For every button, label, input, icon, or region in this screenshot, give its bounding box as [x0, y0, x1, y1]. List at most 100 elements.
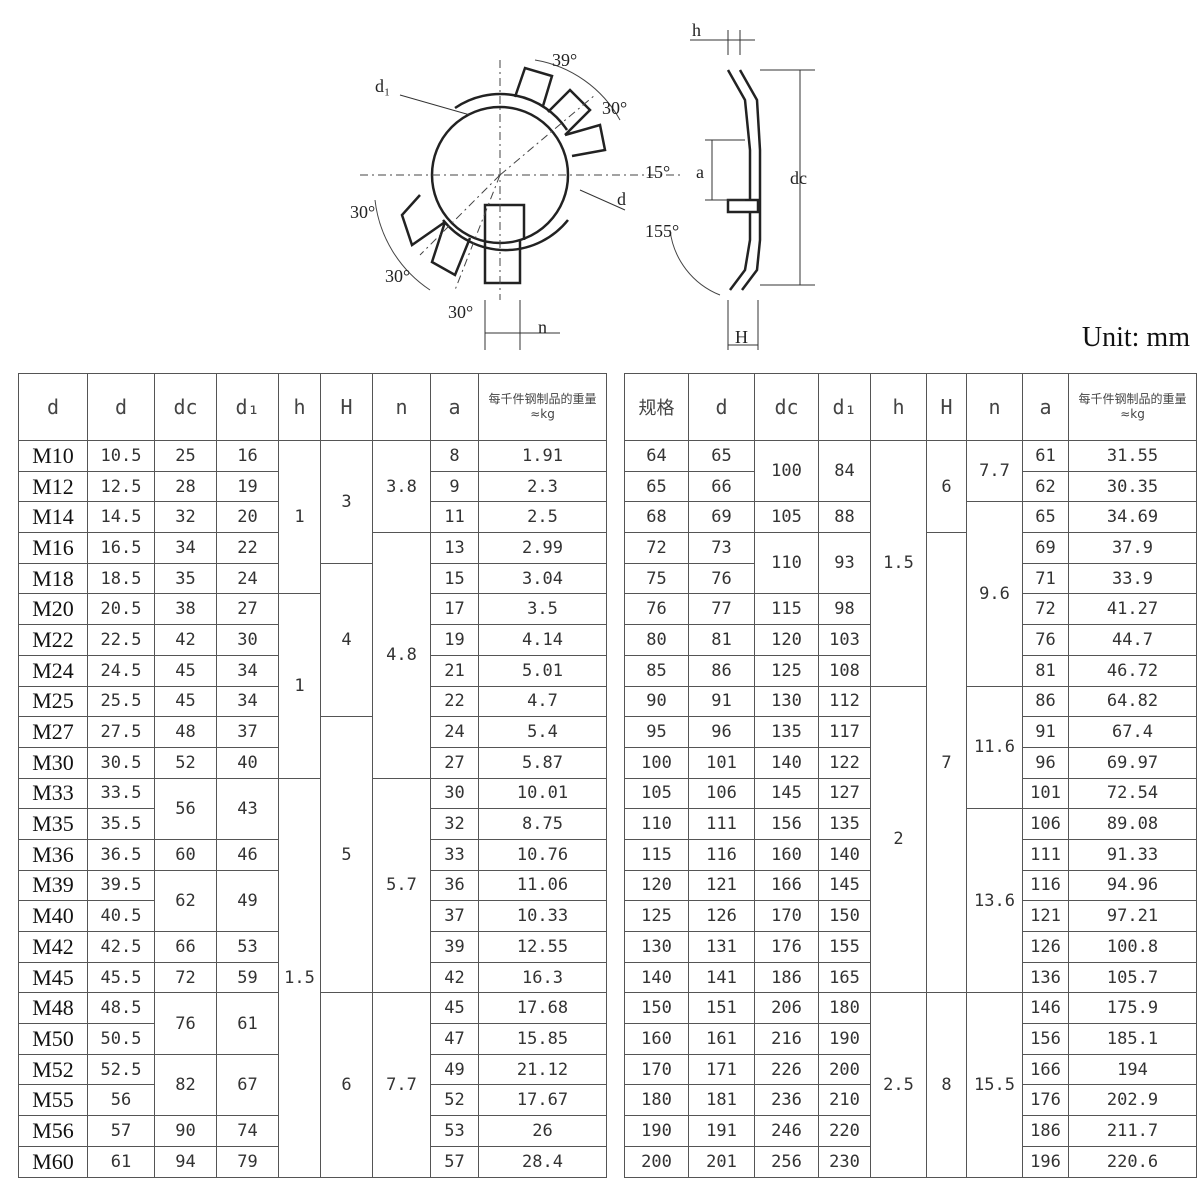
table-row: M12 12.5 28 19 9 2.3: [18, 470, 607, 503]
cell-spec: 125: [624, 900, 689, 932]
cell-h: 2: [870, 685, 927, 994]
cell-d1: 24: [216, 562, 279, 595]
cell-d1: 210: [818, 1084, 871, 1117]
cell-a: 47: [430, 1023, 479, 1055]
cell-weight: 41.27: [1068, 593, 1197, 626]
label-angle-30-low1: 30°: [385, 266, 410, 286]
cell-weight: 5.01: [478, 654, 607, 687]
table-row: 115 116 160 140 111 91.33: [624, 838, 1197, 871]
cell-weight: 10.76: [478, 838, 607, 871]
cell-spec: 100: [624, 746, 689, 779]
col-header-d: d: [18, 373, 88, 441]
cell-a: 72: [1022, 593, 1069, 626]
cell-weight: 2.3: [478, 470, 607, 503]
cell-a: 17: [430, 593, 479, 626]
cell-d: 25.5: [87, 685, 155, 718]
cell-weight: 1.91: [478, 440, 607, 472]
cell-a: 186: [1022, 1115, 1069, 1147]
cell-d: 14.5: [87, 501, 155, 534]
cell-spec: 115: [624, 838, 689, 871]
cell-weight: 202.9: [1068, 1084, 1197, 1117]
cell-a: 42: [430, 961, 479, 994]
cell-h: 1: [278, 593, 321, 779]
cell-size: M42: [18, 931, 88, 963]
col-header-dc: dc: [754, 373, 819, 441]
cell-a: 69: [1022, 532, 1069, 564]
cell-n: 7.7: [966, 439, 1023, 503]
cell-a: 116: [1022, 869, 1069, 902]
cell-n: 7.7: [372, 992, 431, 1178]
cell-d1: 30: [216, 624, 279, 656]
col-header-d1: d₁: [818, 373, 871, 441]
cell-a: 9: [430, 470, 479, 503]
cell-n: 15.5: [966, 992, 1023, 1178]
cell-size: M36: [18, 838, 88, 871]
cell-a: 111: [1022, 838, 1069, 871]
cell-size: M55: [18, 1084, 88, 1117]
cell-d: 36.5: [87, 838, 155, 871]
cell-h: 2.5: [870, 992, 927, 1178]
cell-spec: 130: [624, 931, 689, 963]
cell-weight: 10.01: [478, 777, 607, 810]
cell-d1: 40: [216, 746, 279, 779]
cell-dc: 186: [754, 961, 819, 994]
cell-spec: 110: [624, 808, 689, 840]
cell-spec: 140: [624, 961, 689, 994]
col-header-weight: 每千件钢制品的重量≈kg: [478, 373, 607, 441]
table-row: M48 48.5 76 61 6 7.7 45 17.68: [18, 992, 607, 1178]
cell-n: 4.8: [372, 532, 431, 779]
cell-d: 171: [688, 1053, 755, 1086]
cell-d: 121: [688, 869, 755, 902]
cell-dc: 236: [754, 1084, 819, 1117]
col-header-d: d: [688, 373, 755, 441]
table-row: 90 91 130 112 2 11.6 86 64.82: [624, 685, 1197, 994]
label-h: h: [692, 20, 701, 40]
cell-spec: 80: [624, 624, 689, 656]
cell-weight: 8.75: [478, 808, 607, 840]
cell-dc: 66: [154, 931, 217, 963]
cell-dc: 110: [754, 532, 819, 595]
cell-dc: 115: [754, 593, 819, 626]
cell-weight: 94.96: [1068, 869, 1197, 902]
cell-d1: 98: [818, 593, 871, 626]
cell-weight: 211.7: [1068, 1115, 1197, 1147]
cell-spec: 68: [624, 501, 689, 534]
cell-n: 5.7: [372, 777, 431, 994]
cell-n: 9.6: [966, 501, 1023, 687]
cell-H: 7: [926, 532, 967, 994]
cell-weight: 91.33: [1068, 838, 1197, 871]
cell-d1: 108: [818, 654, 871, 687]
cell-dc: 48: [154, 716, 217, 748]
cell-size: M18: [18, 562, 88, 595]
cell-dc: 206: [754, 992, 819, 1025]
cell-h: 1.5: [278, 777, 321, 1178]
cell-a: 76: [1022, 624, 1069, 656]
cell-H: 3: [320, 440, 373, 564]
cell-spec: 76: [624, 593, 689, 626]
cell-d: 24.5: [87, 654, 155, 687]
cell-H: 5: [320, 716, 373, 994]
cell-a: 27: [430, 746, 479, 779]
cell-d: 18.5: [87, 562, 155, 595]
label-a: a: [696, 162, 704, 182]
cell-a: 52: [430, 1084, 479, 1117]
table-row: 64 65 100 84 1.5 6 7.7 61 31.55: [624, 439, 1197, 687]
cell-dc: 45: [154, 685, 217, 718]
cell-a: 15: [430, 562, 479, 595]
cell-H: 6: [926, 439, 967, 534]
table-row: M52 52.5 82 67 49 21.12: [18, 1053, 607, 1117]
cell-d: 12.5: [87, 470, 155, 503]
cell-size: M52: [18, 1053, 88, 1086]
cell-d: 52.5: [87, 1053, 155, 1086]
label-n: n: [538, 317, 547, 337]
cell-dc: 72: [154, 961, 217, 994]
cell-a: 37: [430, 900, 479, 932]
cell-spec: 72: [624, 532, 689, 564]
col-header-d: d: [87, 373, 155, 441]
cell-dc: 76: [154, 992, 217, 1055]
col-header-weight: 每千件钢制品的重量≈kg: [1068, 373, 1197, 441]
cell-a: 19: [430, 624, 479, 656]
cell-d1: 112: [818, 685, 871, 718]
cell-size: M22: [18, 624, 88, 656]
cell-weight: 21.12: [478, 1053, 607, 1086]
